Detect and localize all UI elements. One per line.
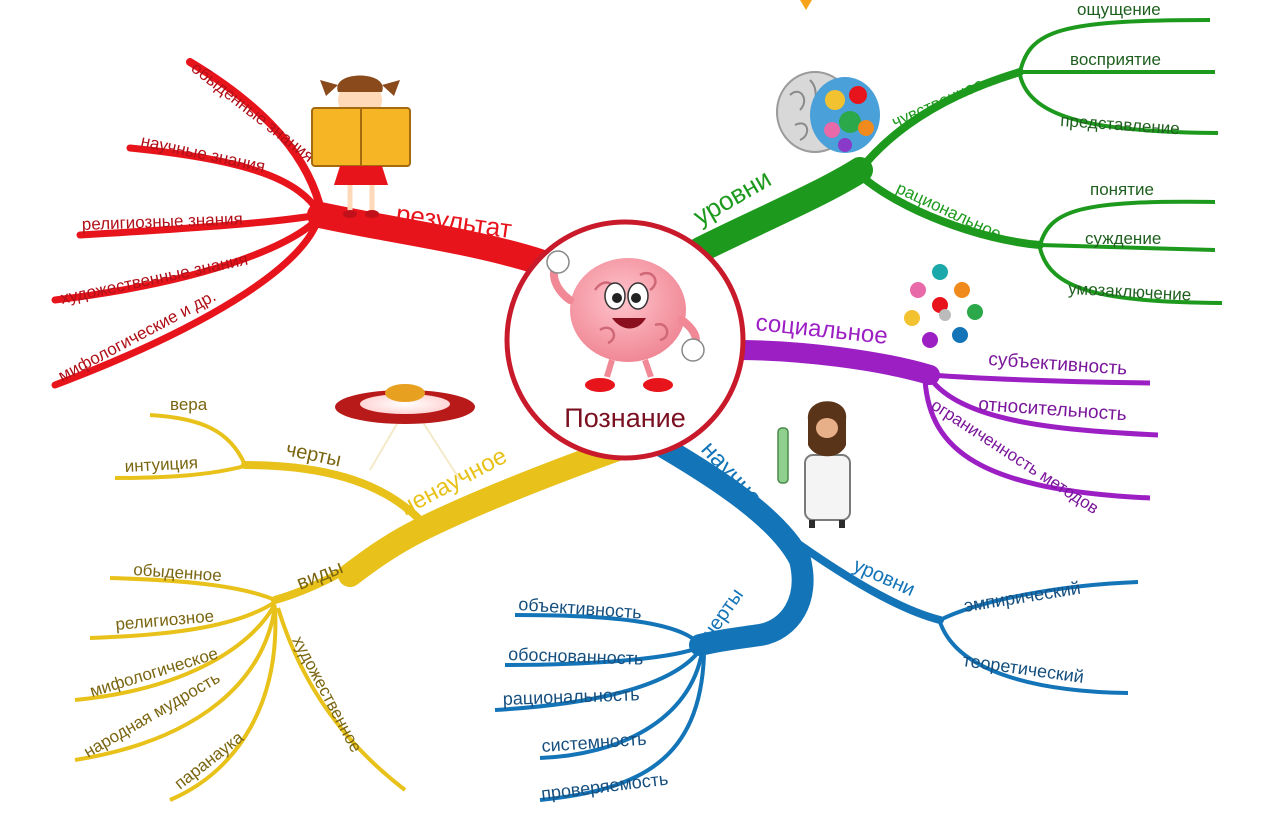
traits-line-1 <box>514 613 702 647</box>
kind-line-side <box>276 607 407 792</box>
sensory-item-2: восприятие <box>1070 50 1161 69</box>
sensory-label: чувственное <box>889 74 987 131</box>
nonscientific-traits-branch <box>241 461 424 524</box>
nonsci-kinds-label: виды <box>294 556 347 594</box>
result-item-2: научные знания <box>139 131 267 176</box>
scientist-illustration <box>777 401 851 528</box>
rational-line-1 <box>1038 199 1216 246</box>
rational-item-3: умозаключение <box>1068 279 1192 304</box>
trait-item-4: системность <box>541 729 647 756</box>
rational-item-2: суждение <box>1085 229 1161 248</box>
branch-result: результат обыденные знания научные знани… <box>51 58 553 389</box>
result-item-4: художественные знания <box>59 250 250 308</box>
branch-result-sub-4 <box>51 214 322 304</box>
branch-social-trunk <box>725 340 940 385</box>
social-line-1 <box>929 372 1151 386</box>
kind-line-5 <box>169 607 278 802</box>
trait-item-3: рациональность <box>502 684 639 709</box>
nonsci-trait-2: интуиция <box>124 453 198 476</box>
branch-nonscientific-trunk <box>338 438 627 587</box>
traits-line-3 <box>494 648 702 712</box>
branch-result-trunk <box>307 202 553 275</box>
sensory-line-1 <box>1018 18 1211 73</box>
rational-line-2 <box>1039 243 1216 252</box>
brain-illustration <box>776 71 880 153</box>
nonsci-trait-line-2 <box>114 464 246 480</box>
center-node: Познание <box>504 219 746 461</box>
nonscientific-kinds-branch <box>271 541 389 604</box>
nonsci-trait-1: вера <box>170 395 208 414</box>
branch-levels-rational <box>856 171 1044 249</box>
sensory-item-3: представление <box>1060 111 1181 138</box>
result-item-3: религиозные знания <box>81 209 243 234</box>
scientific-level-1: эмпирический <box>962 578 1081 616</box>
social-line-2 <box>927 376 1159 438</box>
kind-item-side: художественное <box>288 633 365 756</box>
trait-item-2: обоснованность <box>508 644 644 669</box>
branch-social: социальное субъективность относительност… <box>725 309 1159 518</box>
people-circle-illustration <box>904 264 983 348</box>
sensory-line-3 <box>1018 74 1219 135</box>
traits-line-4 <box>539 651 704 760</box>
traits-line-5 <box>539 654 706 802</box>
branch-levels: уровни чувственное рациональное ощущение… <box>687 0 1223 305</box>
kind-item-5: паранаука <box>171 727 248 793</box>
traits-line-2 <box>504 645 701 667</box>
branch-result-sub-1 <box>186 58 326 218</box>
branch-result-sub-3 <box>76 211 322 239</box>
brain-mascot-illustration <box>546 250 705 394</box>
kind-line-2 <box>89 600 277 640</box>
branch-levels-trunk <box>687 157 873 263</box>
scientific-level-line-2 <box>938 621 1129 695</box>
trait-item-5: проверяемость <box>540 769 669 804</box>
scientific-level-line-1 <box>939 580 1139 622</box>
branch-result-sub-5 <box>51 216 322 389</box>
rational-item-1: понятие <box>1090 180 1154 199</box>
corner-mark <box>800 0 812 10</box>
kind-line-4 <box>74 605 277 762</box>
sensory-item-1: ощущение <box>1077 0 1161 19</box>
rational-line-3 <box>1038 247 1223 305</box>
branch-scientific-trunk <box>649 434 814 656</box>
social-line-3 <box>922 379 1151 501</box>
social-item-2: относительность <box>978 394 1128 425</box>
center-label: Познание <box>564 403 685 433</box>
trait-item-1: объективность <box>518 594 643 623</box>
nonsci-trait-line-1 <box>149 413 247 466</box>
social-item-1: субъективность <box>988 349 1128 380</box>
girl-reading-illustration <box>311 75 411 218</box>
kind-line-1 <box>109 576 276 602</box>
kind-line-3 <box>74 603 277 702</box>
branch-levels-sensory <box>856 68 1024 174</box>
branch-result-sub-2 <box>126 144 324 218</box>
scientific-levels-branch <box>796 541 944 624</box>
ufo-illustration <box>335 384 475 481</box>
